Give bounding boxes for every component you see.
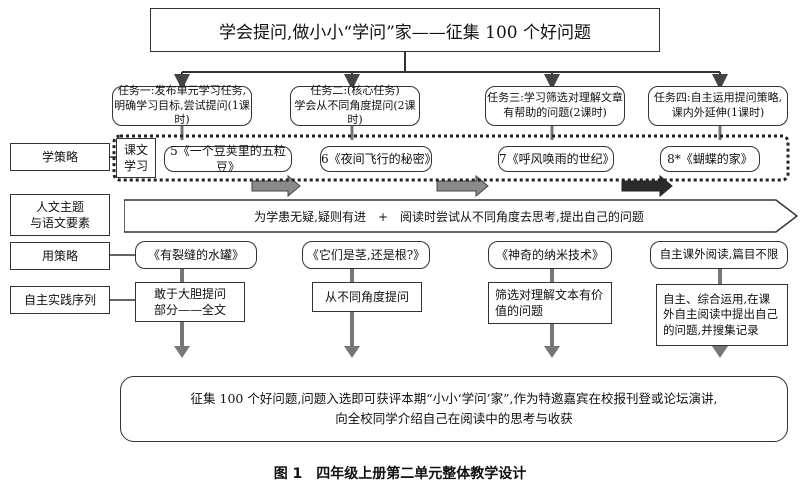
- task-text-1: 任务一:发布单元学习任务,明确学习目标,尝试提问(1课时): [114, 83, 250, 127]
- task-box-1: 任务一:发布单元学习任务,明确学习目标,尝试提问(1课时): [112, 83, 252, 127]
- lesson-row-frame: [112, 134, 790, 182]
- theme-banner: 为学患无疑,疑则有进 + 阅读时尝试从不同角度去思考,提出自己的问题: [124, 199, 774, 233]
- practice-box-2: 从不同角度提问: [312, 282, 422, 312]
- practice-box-1: 敢于大胆提问 部分——全文: [135, 282, 245, 322]
- lesson-box-1: 5《一个豆荚里的五粒豆》: [164, 143, 292, 174]
- outcome-text: 征集 100 个好问题,问题入选即可获评本期“小小‘学问’家”,作为特邀嘉宾在校…: [190, 391, 718, 426]
- use-item-3: 《神奇的纳米技术》: [495, 247, 604, 262]
- use-item-2: 《它们是茎,还是根?》: [306, 247, 426, 262]
- practice-item-1: 敢于大胆提问 部分——全文: [153, 286, 226, 317]
- row-label-theme-text: 人文主题 与语文要素: [29, 199, 90, 230]
- use-item-1: 《有裂缝的水罐》: [147, 247, 244, 262]
- row-label-use: 用策略: [10, 242, 110, 270]
- figure-caption: 图 1 四年级上册第二单元整体教学设计: [273, 466, 527, 482]
- row-label-use-text: 用策略: [41, 248, 78, 263]
- practice-box-4: 自主、综合运用,在课外自主阅读中提出自己的问题,并搜集记录: [656, 284, 788, 346]
- text-study-label: 课文 学习: [116, 138, 156, 178]
- lesson-box-4: 8*《蝴蝶的家》: [660, 146, 760, 172]
- task-text-2: 任务二:(核心任务) 学会从不同角度提问(2课时): [294, 83, 416, 127]
- lesson-1: 5《一个豆荚里的五粒豆》: [170, 143, 286, 174]
- use-box-4: 自主课外阅读,篇目不限: [650, 241, 788, 269]
- use-box-1: 《有裂缝的水罐》: [135, 241, 257, 269]
- lesson-3: 7《呼风唤雨的世纪》: [499, 151, 615, 166]
- lesson-box-3: 7《呼风唤雨的世纪》: [498, 146, 615, 172]
- practice-box-3: 筛选对理解文本有价值的问题: [488, 282, 612, 324]
- theme-banner-text: 为学患无疑,疑则有进 + 阅读时尝试从不同角度去思考,提出自己的问题: [254, 209, 644, 224]
- outcome-box: 征集 100 个好问题,问题入选即可获评本期“小小‘学问’家”,作为特邀嘉宾在校…: [120, 376, 788, 442]
- practice-item-4: 自主、综合运用,在课外自主阅读中提出自己的问题,并搜集记录: [663, 291, 778, 337]
- diagram-title-box: 学会提问,做小小“学问”家——征集 100 个好问题: [150, 8, 660, 52]
- lesson-4: 8*《蝴蝶的家》: [667, 151, 753, 166]
- diagram-title: 学会提问,做小小“学问”家——征集 100 个好问题: [218, 22, 592, 43]
- task-box-3: 任务三:学习筛选对理解文章有帮助的问题(2课时): [485, 86, 625, 126]
- row-label-practice-text: 自主实践序列: [23, 292, 96, 307]
- row-label-strategy: 学策略: [10, 143, 110, 171]
- use-item-4: 自主课外阅读,篇目不限: [659, 247, 779, 262]
- row-label-theme: 人文主题 与语文要素: [10, 194, 110, 236]
- text-study-label-text: 课文 学习: [123, 142, 148, 173]
- lesson-box-2: 6《夜间飞行的秘密》: [320, 146, 437, 172]
- task-text-4: 任务四:自主运用提问策略,课内外延伸(1课时): [653, 91, 783, 119]
- use-box-3: 《神奇的纳米技术》: [488, 241, 612, 269]
- task-box-2: 任务二:(核心任务) 学会从不同角度提问(2课时): [290, 83, 420, 127]
- lesson-2: 6《夜间飞行的秘密》: [321, 151, 437, 166]
- use-box-2: 《它们是茎,还是根?》: [302, 241, 430, 269]
- practice-item-3: 筛选对理解文本有价值的问题: [495, 287, 604, 318]
- row-label-practice: 自主实践序列: [10, 286, 110, 314]
- practice-item-2: 从不同角度提问: [324, 289, 409, 304]
- task-box-4: 任务四:自主运用提问策略,课内外延伸(1课时): [648, 86, 788, 126]
- task-text-3: 任务三:学习筛选对理解文章有帮助的问题(2课时): [487, 91, 623, 119]
- theme-banner-shape: [124, 199, 798, 233]
- row-label-strategy-text: 学策略: [41, 149, 78, 164]
